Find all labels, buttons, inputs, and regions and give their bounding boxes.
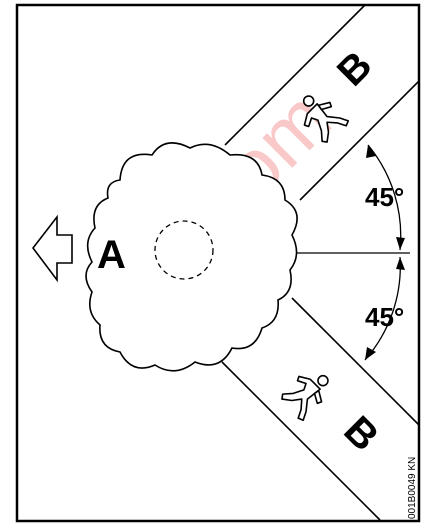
angle-label-upper: 45°	[365, 182, 404, 212]
angle-arc-upper	[367, 144, 402, 251]
angle-arc-upper-arrowhead-top	[366, 145, 376, 158]
exhaust-label-a: A	[97, 233, 126, 277]
walkway-lower-edge-inner	[291, 297, 420, 426]
diagram-frame	[15, 3, 421, 523]
exhaust-cloud	[85, 142, 298, 372]
angle-label-lower: 45°	[365, 302, 404, 332]
reference-code: 001B0049 KN	[407, 457, 418, 519]
angle-arc-lower-arrowhead-top	[396, 257, 405, 270]
angle-arc-upper-arrowhead-bottom	[396, 237, 405, 250]
walkway-label-b-lower: B	[335, 408, 387, 460]
running-person-icon	[281, 374, 329, 422]
running-person-icon	[302, 95, 350, 143]
walkway-label-b-upper: B	[329, 43, 381, 95]
angle-arc-lower-arrowhead-bottom	[365, 347, 376, 360]
exhaust-source-circle	[154, 220, 214, 280]
walkway-upper-edge-outer	[224, 4, 366, 146]
walkway-lower-edge-outer	[221, 361, 381, 521]
walkway-upper-edge-inner	[299, 80, 420, 201]
left-arrow-outline-icon	[31, 214, 73, 283]
